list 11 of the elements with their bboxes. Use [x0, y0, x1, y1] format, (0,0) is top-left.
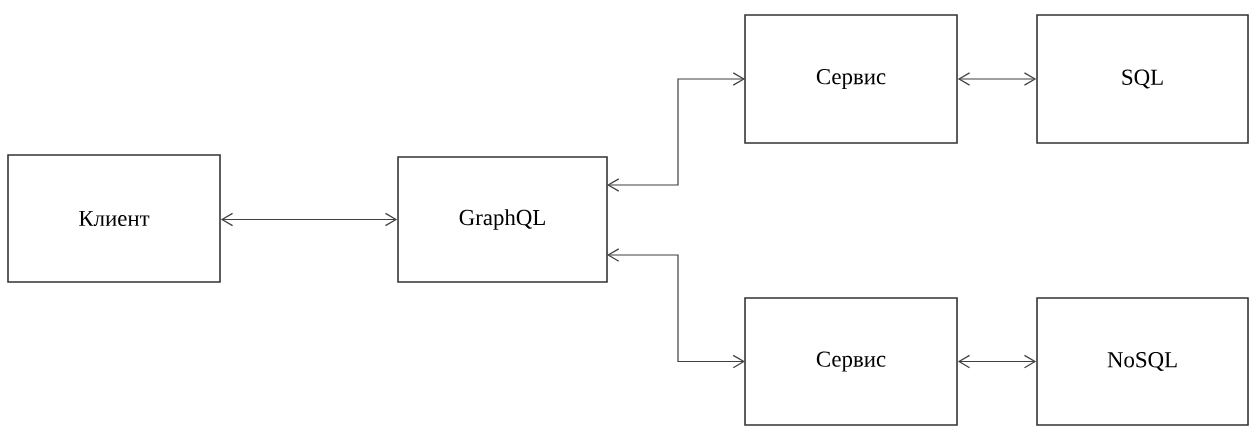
- box: SQL: [1036, 14, 1249, 144]
- box: GraphQL: [397, 156, 608, 283]
- arrow: [957, 72, 1037, 86]
- box: Сервис: [744, 14, 958, 144]
- arrow: [607, 72, 745, 192]
- arrow: [220, 212, 398, 227]
- box: Сервис: [744, 297, 958, 426]
- box: Клиент: [7, 154, 221, 283]
- box: NoSQL: [1036, 297, 1249, 426]
- arrow: [957, 354, 1037, 369]
- arrow: [607, 248, 745, 369]
